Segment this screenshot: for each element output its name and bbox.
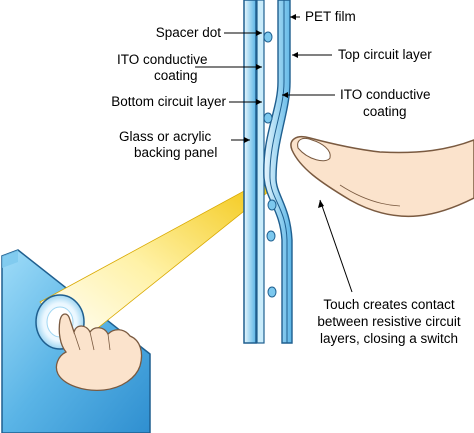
label-bottom-circuit: Bottom circuit layer	[111, 94, 226, 109]
label-glass-line2: backing panel	[134, 145, 217, 160]
leader-arrowheads	[244, 14, 324, 208]
label-touch-line1: Touch creates contact	[323, 297, 455, 312]
hand	[55, 313, 143, 391]
finger	[290, 136, 474, 218]
touch-leader	[319, 199, 353, 293]
label-pet-film: PET film	[305, 9, 356, 24]
top-circuit-layer	[263, 0, 293, 344]
label-ito-left-line1: ITO conductive	[117, 52, 208, 67]
backing-panel-layer	[243, 0, 257, 344]
label-ito-left-line2: coating	[154, 68, 198, 83]
bottom-circuit-layer	[256, 0, 265, 344]
label-top-circuit: Top circuit layer	[338, 47, 432, 62]
label-touch-line2: between resistive circuit	[317, 314, 461, 329]
label-ito-right-line1: ITO conductive	[340, 87, 431, 102]
spacer-dots	[263, 31, 277, 298]
label-touch-line3: layers, closing a switch	[320, 331, 458, 346]
label-ito-right-line2: coating	[363, 104, 407, 119]
label-spacer-dot: Spacer dot	[156, 25, 222, 40]
label-glass-line1: Glass or acrylic	[119, 129, 212, 144]
leader-lines	[195, 16, 353, 293]
